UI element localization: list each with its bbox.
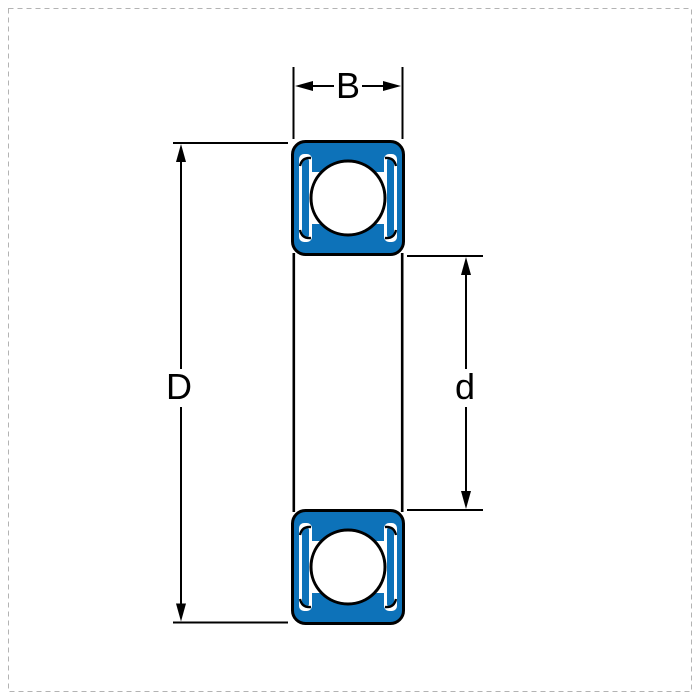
- outer-diameter-dimension-label: D: [166, 366, 192, 407]
- arrowhead-down-icon: [461, 491, 471, 509]
- arrowhead-up-icon: [461, 257, 471, 275]
- seal-lip-hook-icon: [384, 156, 398, 167]
- seal-lip-hook-icon: [298, 156, 312, 167]
- seal-lip-hook-icon: [384, 598, 398, 609]
- contact-seal-left: [302, 158, 309, 238]
- width-dimension-label: B: [336, 65, 360, 106]
- seal-lip-hook-icon: [298, 229, 312, 240]
- seal-lip-hook-icon: [384, 229, 398, 240]
- arrowhead-down-icon: [176, 603, 186, 622]
- ball: [309, 528, 387, 606]
- label-mask: [158, 369, 201, 407]
- contact-seal-right: [387, 527, 394, 607]
- arrowhead-left-icon: [295, 81, 313, 91]
- seal-lip-hook-icon: [384, 525, 398, 536]
- arrowhead-up-icon: [176, 144, 186, 162]
- dimension-B: [292, 67, 404, 139]
- bearing-bottom-section: [291, 509, 405, 625]
- bore-diameter-dimension-label: d: [455, 366, 475, 407]
- contact-seal-left: [302, 527, 309, 607]
- arrowhead-right-icon: [383, 81, 401, 91]
- bearing-top-section: [291, 140, 405, 256]
- seal-lip-hook-icon: [298, 598, 312, 609]
- label-mask: [450, 369, 481, 407]
- contact-seal-right: [387, 158, 394, 238]
- seal-lip-hook-icon: [298, 525, 312, 536]
- ball: [309, 159, 387, 237]
